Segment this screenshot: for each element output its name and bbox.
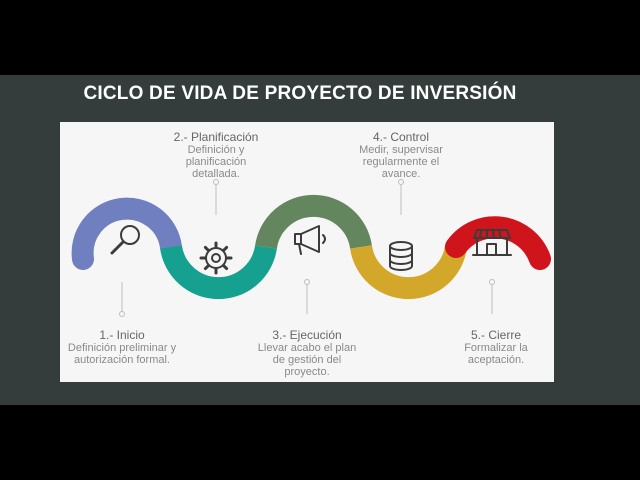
stage-heading: 5.- Cierre	[470, 328, 521, 342]
stage-description-line: Definición preliminar y	[67, 342, 177, 354]
stage-label-ejecucion: 3.- Ejecución Llevar acabo el plan de ge…	[241, 328, 373, 378]
stage-description-line: Llevar acabo el plan	[257, 342, 357, 354]
stage-label-control: 4.- Control Medir, supervisar regularmen…	[341, 130, 461, 180]
stage-heading: 3.- Ejecución	[272, 328, 342, 342]
stage-label-planificacion: 2.- Planificación Definición y planifica…	[156, 130, 276, 180]
presentation-slide: CICLO DE VIDA DE PROYECTO DE INVERSIÓN	[0, 75, 640, 405]
stage-heading: 2.- Planificación	[173, 130, 259, 144]
megaphone-icon	[294, 225, 326, 255]
connector-dot-1	[119, 311, 125, 317]
connector-dot-4	[398, 179, 404, 185]
stage-description-line: aceptación.	[467, 354, 525, 366]
stage-arc-3	[255, 194, 372, 250]
magnifier-icon	[110, 225, 140, 255]
stage-arc-2	[160, 244, 277, 300]
stage-heading: 4.- Control	[372, 130, 430, 144]
stage-description-line: Definición y	[187, 144, 245, 156]
stage-heading: 1.- Inicio	[99, 328, 145, 342]
slide-title: CICLO DE VIDA DE PROYECTO DE INVERSIÓN	[83, 83, 517, 104]
stage-arc-4	[350, 244, 467, 300]
stage-description-line: proyecto.	[284, 366, 330, 378]
connector-dot-2	[213, 179, 219, 185]
stage-label-cierre: 5.- Cierre Formalizar la aceptación.	[441, 328, 551, 366]
stage-description-line: regularmente el	[362, 156, 440, 168]
gear-icon	[199, 241, 233, 275]
lifecycle-wave-svg	[71, 179, 551, 317]
connector-dot-3	[304, 279, 310, 285]
stage-arc-1	[71, 197, 182, 270]
stage-description-line: de gestión del	[272, 354, 342, 366]
stage-arc-5	[445, 216, 551, 270]
stage-description-line: Medir, supervisar	[359, 144, 443, 156]
lifecycle-diagram-panel: 1.- Inicio Definición preliminar y autor…	[60, 122, 554, 382]
stage-description-line: autorización formal.	[74, 354, 170, 366]
stage-label-inicio: 1.- Inicio Definición preliminar y autor…	[60, 328, 184, 366]
stage-description-line: avance.	[381, 168, 421, 180]
database-icon	[389, 241, 413, 271]
stage-description-line: planificación	[185, 156, 247, 168]
stage-description-line: detallada.	[192, 168, 240, 180]
stage-description-line: Formalizar la	[464, 342, 528, 354]
connector-dot-5	[489, 279, 495, 285]
storefront-icon	[472, 229, 512, 256]
